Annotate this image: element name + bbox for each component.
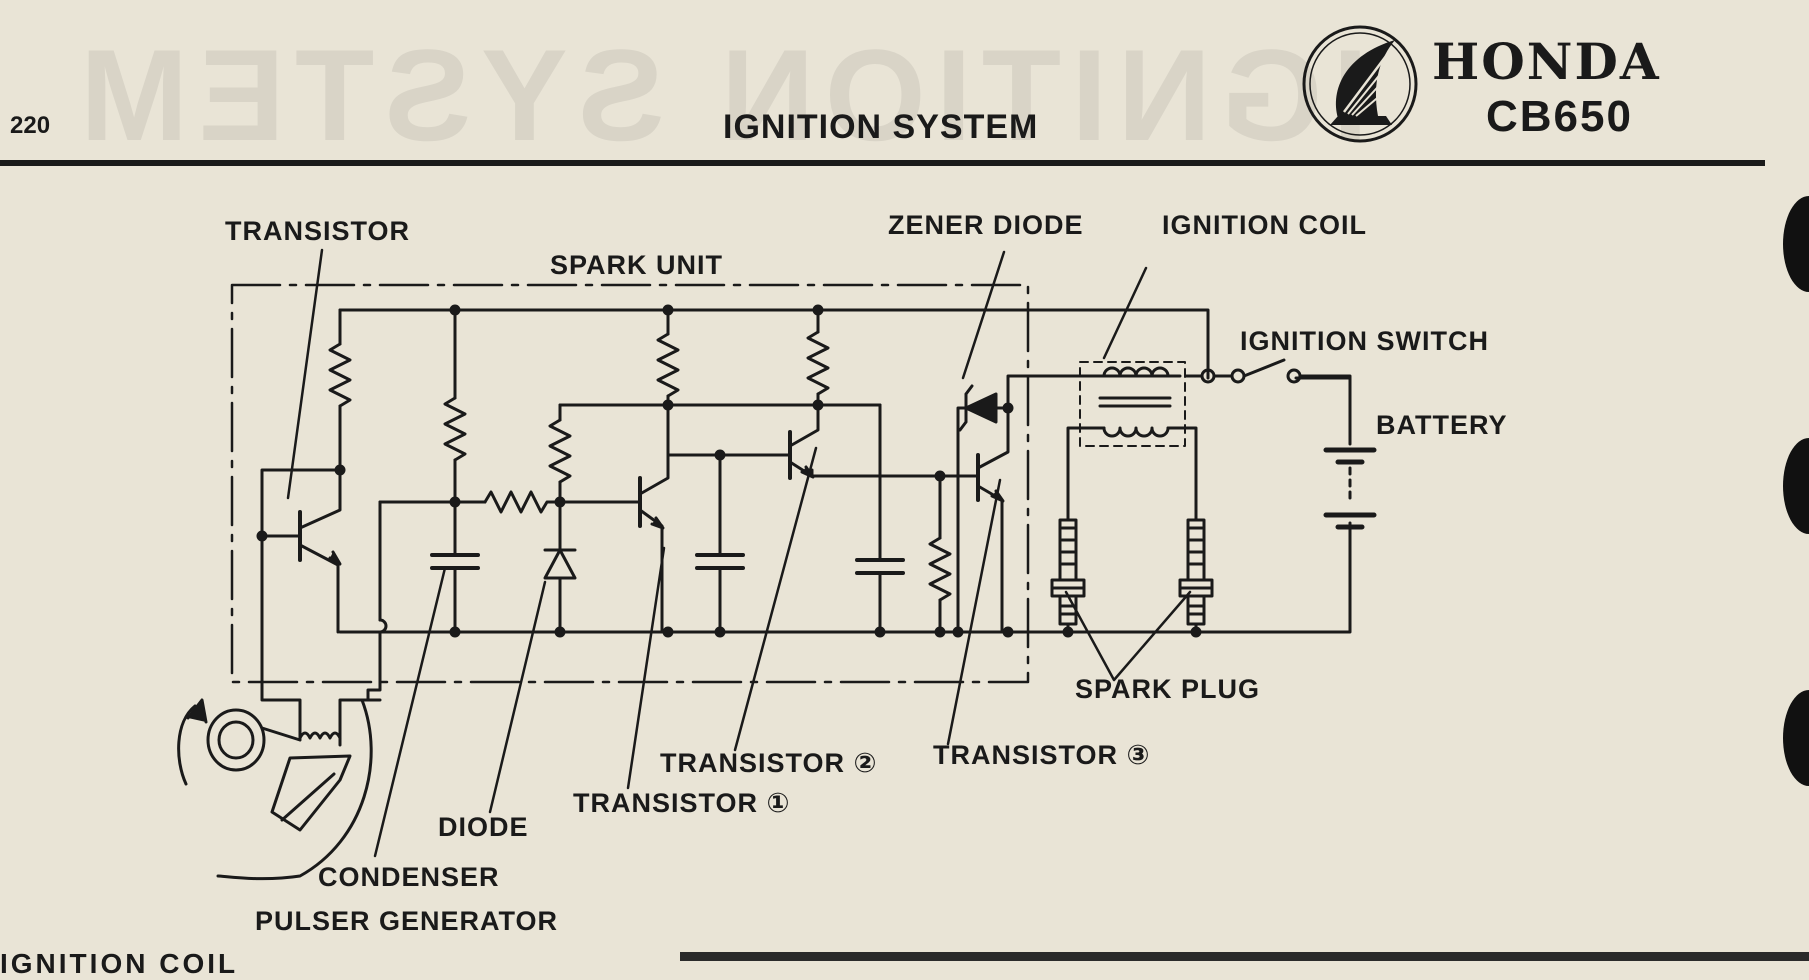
coil-secondary-winding — [1102, 426, 1170, 438]
label-condenser: CONDENSER — [318, 862, 500, 892]
label-spark-unit: SPARK UNIT — [550, 250, 724, 280]
resistor-r5 — [656, 332, 680, 398]
resistor-r7 — [928, 536, 952, 602]
positive-rail — [338, 308, 1210, 380]
header-rule — [0, 160, 1765, 166]
resistor-r4 — [548, 418, 572, 484]
transistor-emitter — [298, 543, 340, 634]
ignition-coil-box — [1079, 361, 1186, 447]
ignition-switch-blade — [1242, 358, 1286, 378]
battery-lead — [1294, 376, 1352, 381]
brand-model: CB650 — [1486, 92, 1633, 141]
page-number: 220 — [10, 112, 51, 139]
condenser-c3 — [855, 558, 905, 575]
label-ignition-switch: IGNITION SWITCH — [1240, 326, 1489, 356]
footer-bar — [680, 952, 1809, 961]
label-transistor: TRANSISTOR — [225, 216, 411, 246]
resistor-r2 — [443, 396, 467, 462]
pulser-generator — [177, 534, 382, 881]
next-section-heading: IGNITION COIL — [0, 948, 239, 979]
label-zener-diode: ZENER DIODE — [888, 210, 1084, 240]
label-ignition-coil: IGNITION COIL — [1162, 210, 1367, 240]
brand-wordmark: HONDA — [1432, 32, 1661, 91]
condenser-c2 — [695, 553, 745, 570]
battery-cell-2 — [1323, 512, 1377, 530]
ground-rail — [338, 521, 1352, 634]
zener-diode-symbol — [964, 392, 998, 424]
spark-plug-2 — [1178, 486, 1214, 634]
resistor-r6 — [806, 330, 830, 396]
coil-primary-winding — [1102, 366, 1170, 378]
label-battery: BATTERY — [1376, 410, 1508, 440]
label-transistor-1: TRANSISTOR ① — [573, 788, 791, 818]
resistor-r1 — [328, 342, 352, 408]
coil-primary-lead — [1006, 374, 1086, 410]
battery-cell-1 — [1323, 447, 1377, 465]
spark-unit-boundary — [230, 283, 1030, 684]
label-diode: DIODE — [438, 812, 529, 842]
resistor-r3 — [483, 490, 562, 514]
label-spark-plug: SPARK PLUG — [1075, 674, 1261, 704]
leader-lines — [286, 248, 1192, 858]
label-transistor-2: TRANSISTOR ② — [660, 748, 878, 778]
diode-symbol — [543, 548, 577, 580]
spark-plug-1 — [1050, 486, 1086, 634]
condenser-c1 — [430, 553, 480, 570]
page-title: IGNITION SYSTEM — [723, 108, 1039, 146]
label-pulser-generator: PULSER GENERATOR — [255, 906, 559, 936]
label-transistor-3: TRANSISTOR ③ — [933, 740, 1151, 770]
